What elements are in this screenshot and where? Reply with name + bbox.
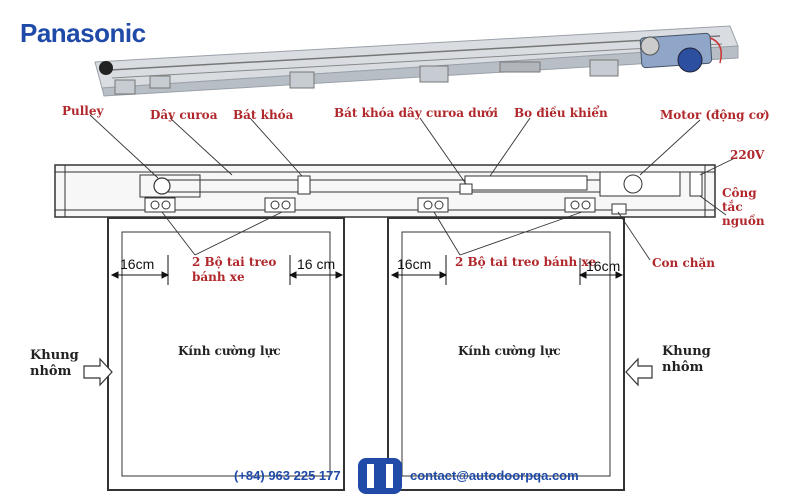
- label-frame-left-1: Khung: [30, 348, 79, 363]
- company-logo-icon: [358, 458, 402, 494]
- contact-phone[interactable]: (+84) 963 225 177: [234, 468, 341, 483]
- dimension-left-inner: 16 cm: [297, 256, 336, 272]
- door-leaf-left: [107, 217, 345, 491]
- label-hanger-left-2: bánh xe: [192, 270, 245, 284]
- frame-arrow-left: [83, 357, 113, 387]
- label-controller: Bo điều khiển: [514, 106, 608, 120]
- hanger-wheels-left: [144, 197, 296, 213]
- dimension-lines: [110, 255, 624, 285]
- dimension-right-inner: 16cm: [397, 256, 432, 272]
- label-belt: Dây curoa: [150, 108, 218, 122]
- label-lower-belt-lock: Bát khóa dây curoa dưới: [334, 106, 498, 120]
- dimension-right-outer: 16cm: [586, 258, 621, 274]
- dimension-left-outer: 16cm: [120, 256, 155, 272]
- label-pulley: Pulley: [62, 104, 104, 118]
- label-stopper: Con chặn: [652, 256, 715, 270]
- label-glass-left: Kính cường lực: [178, 344, 281, 358]
- leader-lines: [89, 114, 736, 261]
- label-frame-right-2: nhôm: [662, 360, 704, 375]
- brand-logo: Panasonic: [20, 18, 146, 48]
- label-voltage: 220V: [730, 148, 765, 162]
- label-frame-right-1: Khung: [662, 344, 711, 359]
- label-power-switch-1: Công: [722, 186, 757, 200]
- operator-photo: [94, 25, 739, 97]
- label-lock-bracket: Bát khóa: [233, 108, 294, 122]
- label-power-switch-2: tắc: [722, 200, 743, 214]
- label-hanger-right: 2 Bộ tai treo bánh xe: [455, 255, 597, 269]
- hanger-wheels-right: [417, 197, 627, 215]
- frame-arrow-right: [625, 357, 653, 387]
- label-power-switch-3: nguồn: [722, 214, 765, 228]
- label-hanger-left-1: 2 Bộ tai treo: [192, 255, 277, 269]
- label-glass-right: Kính cường lực: [458, 344, 561, 358]
- label-motor: Motor (động cơ): [660, 108, 770, 122]
- door-leaf-right: [387, 217, 625, 491]
- contact-email[interactable]: contact@autodoorpqa.com: [410, 468, 579, 483]
- label-frame-left-2: nhôm: [30, 364, 72, 379]
